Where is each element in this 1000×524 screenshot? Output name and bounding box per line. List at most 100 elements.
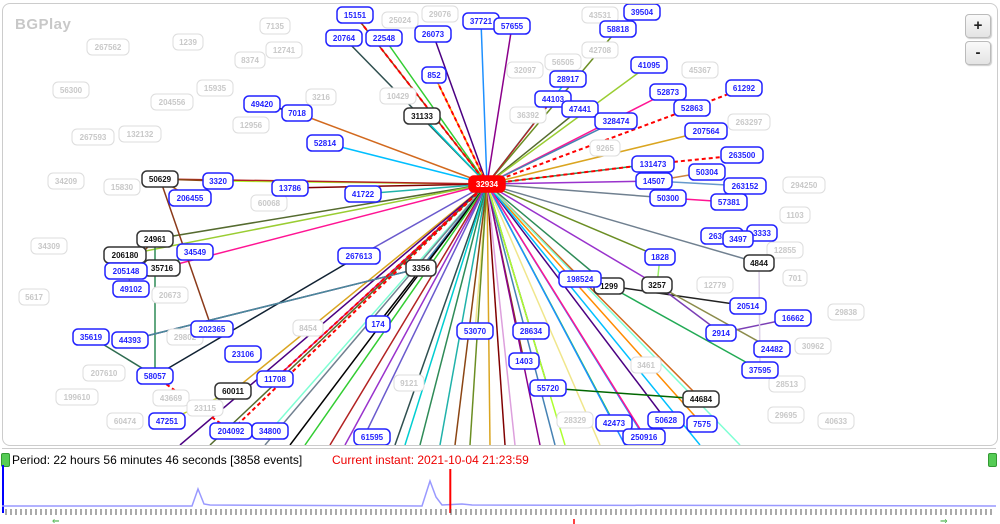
as-node-1239[interactable]: 1239: [172, 33, 204, 51]
as-node-47441[interactable]: 47441: [561, 100, 599, 118]
as-node-207564[interactable]: 207564: [684, 122, 728, 140]
as-node-202365[interactable]: 202365: [190, 320, 234, 338]
as-link[interactable]: [486, 183, 651, 445]
as-node-57655[interactable]: 57655: [493, 17, 531, 35]
as-node-52873[interactable]: 52873: [649, 83, 687, 101]
as-node-8374[interactable]: 8374: [234, 51, 266, 69]
as-node-60011[interactable]: 60011: [214, 382, 252, 400]
as-node-45367[interactable]: 45367: [681, 61, 719, 79]
as-link[interactable]: [486, 120, 617, 185]
as-node-9121[interactable]: 9121: [393, 374, 425, 392]
as-node-15830[interactable]: 15830: [103, 178, 141, 196]
as-node-12956[interactable]: 12956: [232, 116, 270, 134]
as-link[interactable]: [230, 183, 488, 432]
as-node-13786[interactable]: 13786: [271, 179, 309, 197]
as-node-44103[interactable]: 44103: [534, 90, 572, 108]
as-node-174[interactable]: 174: [365, 315, 391, 333]
as-node-267593[interactable]: 267593: [71, 128, 115, 146]
as-node-3333[interactable]: 3333: [746, 224, 778, 242]
as-node-204556[interactable]: 204556: [150, 93, 194, 111]
as-node-50304[interactable]: 50304: [688, 163, 726, 181]
as-node-53070[interactable]: 53070: [456, 322, 494, 340]
as-link[interactable]: [656, 284, 773, 350]
as-node-39504[interactable]: 39504: [623, 4, 661, 21]
as-node-14507[interactable]: 14507: [635, 172, 673, 190]
as-node-328474[interactable]: 328474: [594, 112, 638, 130]
as-node-49420[interactable]: 49420: [243, 95, 281, 113]
as-node-41722[interactable]: 41722: [344, 185, 382, 203]
as-link[interactable]: [486, 183, 556, 445]
as-link[interactable]: [289, 183, 488, 189]
timeline-chart[interactable]: ⇐⇒: [2, 449, 996, 524]
as-link[interactable]: [359, 183, 488, 445]
as-node-20764[interactable]: 20764: [325, 29, 363, 47]
as-node-32097[interactable]: 32097: [506, 61, 544, 79]
as-link[interactable]: [344, 183, 488, 445]
as-node-852[interactable]: 852: [421, 66, 447, 84]
as-node-30962[interactable]: 30962: [794, 337, 832, 355]
as-node-3497[interactable]: 3497: [722, 230, 754, 248]
as-link[interactable]: [486, 183, 516, 445]
as-node-34209[interactable]: 34209: [47, 172, 85, 190]
as-node-3356[interactable]: 3356: [405, 259, 437, 277]
as-node-23115[interactable]: 23115: [186, 399, 224, 417]
as-link[interactable]: [296, 112, 488, 185]
as-link[interactable]: [486, 183, 669, 199]
as-link[interactable]: [358, 183, 488, 257]
as-link[interactable]: [161, 183, 488, 269]
as-link[interactable]: [486, 130, 707, 185]
as-link[interactable]: [486, 183, 703, 425]
scroll-left-icon[interactable]: ⇐: [52, 517, 60, 524]
as-node-206455[interactable]: 206455: [168, 189, 212, 207]
as-node-36392[interactable]: 36392: [509, 106, 547, 124]
as-node-20514[interactable]: 20514: [729, 297, 767, 315]
as-node-12741[interactable]: 12741: [265, 41, 303, 59]
as-node-1103[interactable]: 1103: [779, 206, 811, 224]
as-node-58818[interactable]: 58818: [599, 20, 637, 38]
as-node-24961[interactable]: 24961: [136, 230, 174, 248]
as-node-40633[interactable]: 40633: [817, 412, 855, 430]
as-node-7135[interactable]: 7135: [259, 17, 291, 35]
as-node-50300[interactable]: 50300: [649, 189, 687, 207]
as-link[interactable]: [469, 183, 488, 445]
as-node-3216[interactable]: 3216: [305, 88, 337, 106]
as-node-55720[interactable]: 55720: [529, 379, 567, 397]
zoom-out-button[interactable]: -: [965, 41, 991, 65]
as-link[interactable]: [129, 267, 422, 341]
as-node-42708[interactable]: 42708: [581, 41, 619, 59]
as-node-12855[interactable]: 12855: [766, 241, 804, 259]
as-node-1403[interactable]: 1403: [508, 352, 540, 370]
as-node-34309[interactable]: 34309: [30, 237, 68, 255]
as-link[interactable]: [154, 255, 360, 377]
as-node-60068[interactable]: 60068: [250, 194, 288, 212]
as-link[interactable]: [264, 183, 488, 445]
as-link[interactable]: [486, 183, 601, 445]
as-node-15151[interactable]: 15151: [336, 6, 374, 24]
as-node-29838[interactable]: 29838: [827, 303, 865, 321]
as-link[interactable]: [179, 183, 488, 445]
as-node-267562[interactable]: 267562: [86, 38, 130, 56]
as-link[interactable]: [486, 64, 650, 185]
as-node-263297[interactable]: 263297: [727, 113, 771, 131]
as-node-131473[interactable]: 131473: [631, 155, 675, 173]
as-node-28634[interactable]: 28634: [512, 322, 550, 340]
as-node-199610[interactable]: 199610: [55, 388, 99, 406]
as-node-207610[interactable]: 207610: [82, 364, 126, 382]
as-node-49102[interactable]: 49102: [112, 280, 150, 298]
as-node-12779[interactable]: 12779: [696, 276, 734, 294]
as-node-7575[interactable]: 7575: [686, 415, 718, 433]
timeline-start-handle[interactable]: [1, 453, 10, 467]
as-link[interactable]: [394, 183, 488, 445]
as-node-58057[interactable]: 58057: [136, 367, 174, 385]
as-node-15935[interactable]: 15935: [196, 79, 234, 97]
as-node-57381[interactable]: 57381: [710, 193, 748, 211]
as-link[interactable]: [432, 33, 488, 185]
as-node-2914[interactable]: 2914: [705, 324, 737, 342]
as-node-35619[interactable]: 35619: [72, 328, 110, 346]
as-link[interactable]: [486, 180, 655, 185]
as-link[interactable]: [433, 74, 488, 185]
as-link[interactable]: [486, 183, 566, 445]
as-link[interactable]: [439, 183, 488, 445]
as-node-9265[interactable]: 9265: [589, 139, 621, 157]
